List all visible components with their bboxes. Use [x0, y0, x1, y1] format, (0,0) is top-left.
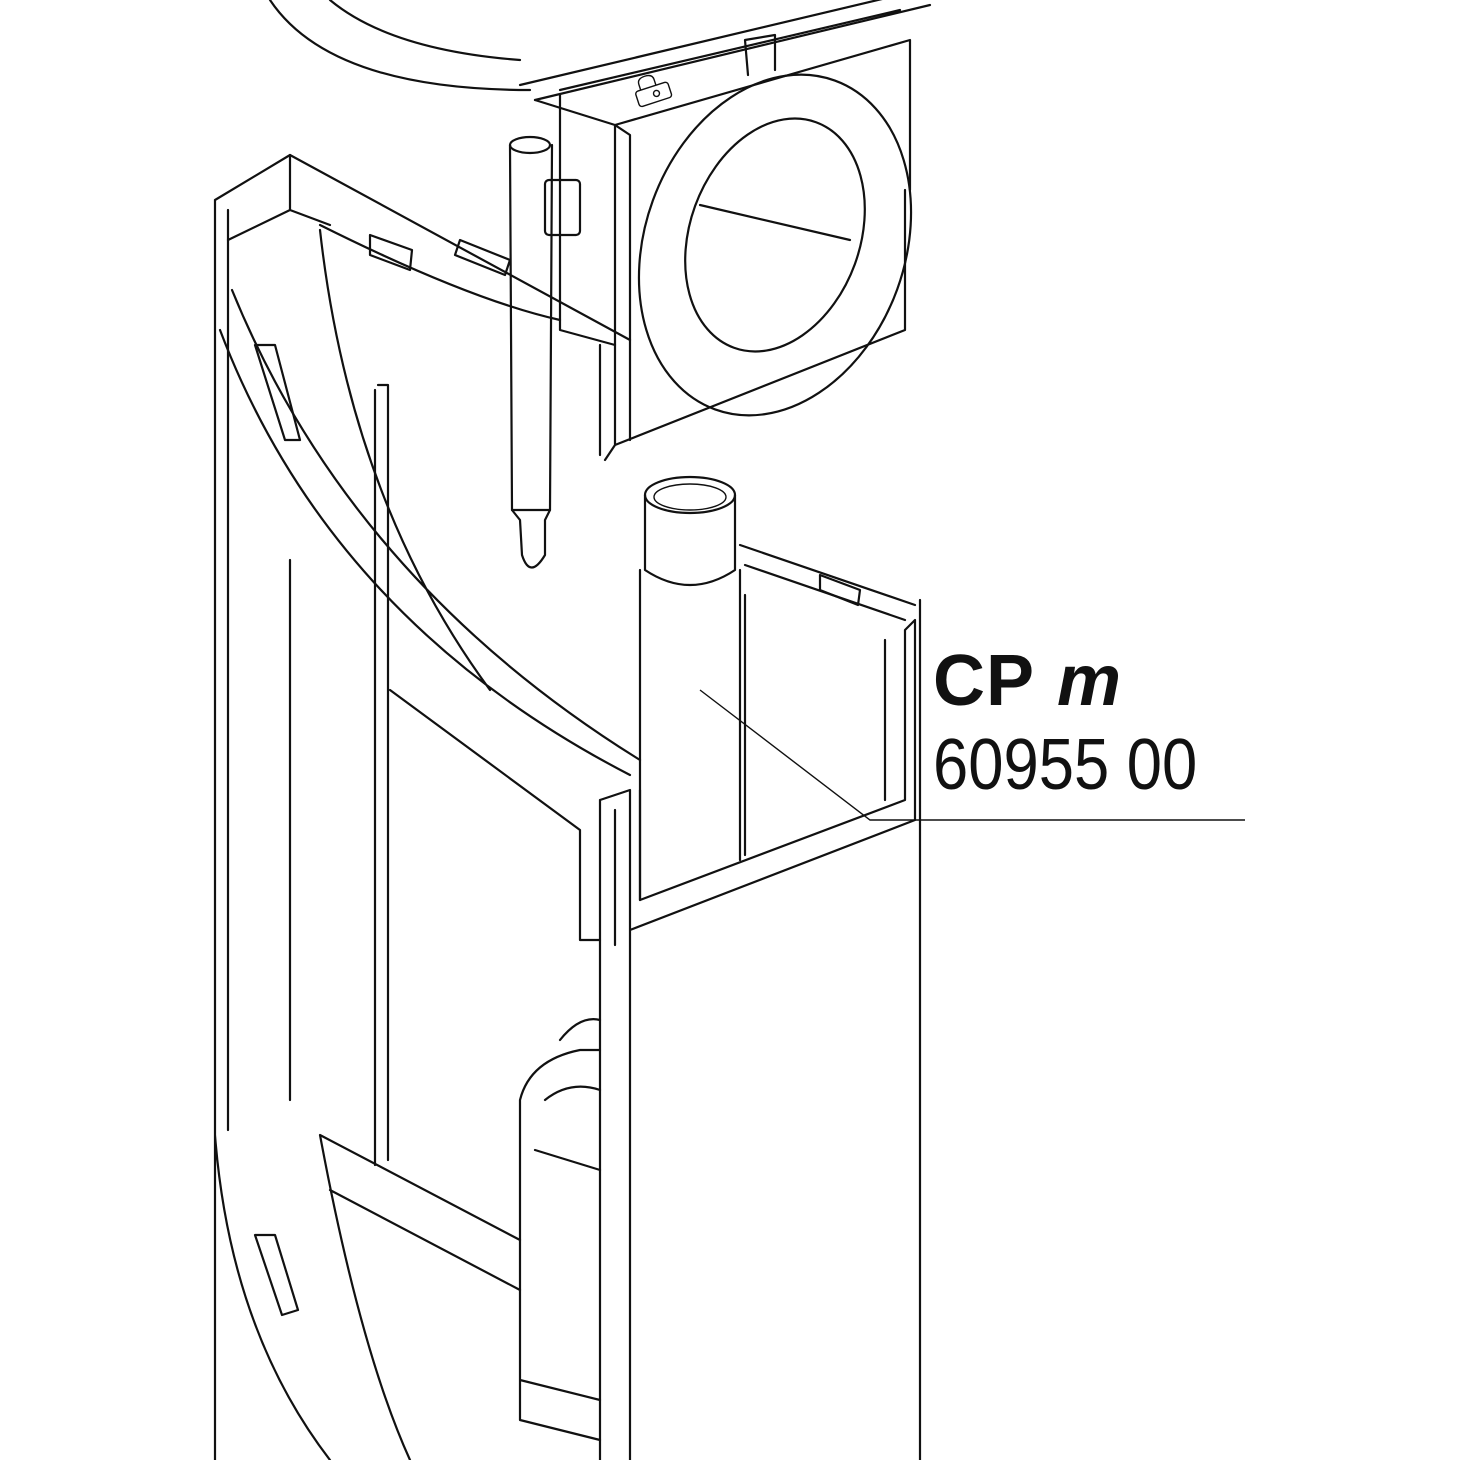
heater-tube	[508, 135, 582, 569]
pipe-part-60955	[638, 475, 747, 902]
model-suffix: m	[1057, 641, 1123, 721]
upper-arc	[268, 0, 532, 92]
front-panel	[598, 598, 922, 1460]
outlet-ring	[637, 73, 913, 417]
model-prefix: CP	[933, 641, 1036, 721]
pump-head	[533, 38, 912, 462]
lock-icon	[635, 74, 673, 108]
leader-line	[699, 689, 1245, 821]
part-number: 60955 00	[933, 725, 1198, 805]
tab	[743, 33, 777, 77]
model-label: CP m	[933, 640, 1122, 722]
